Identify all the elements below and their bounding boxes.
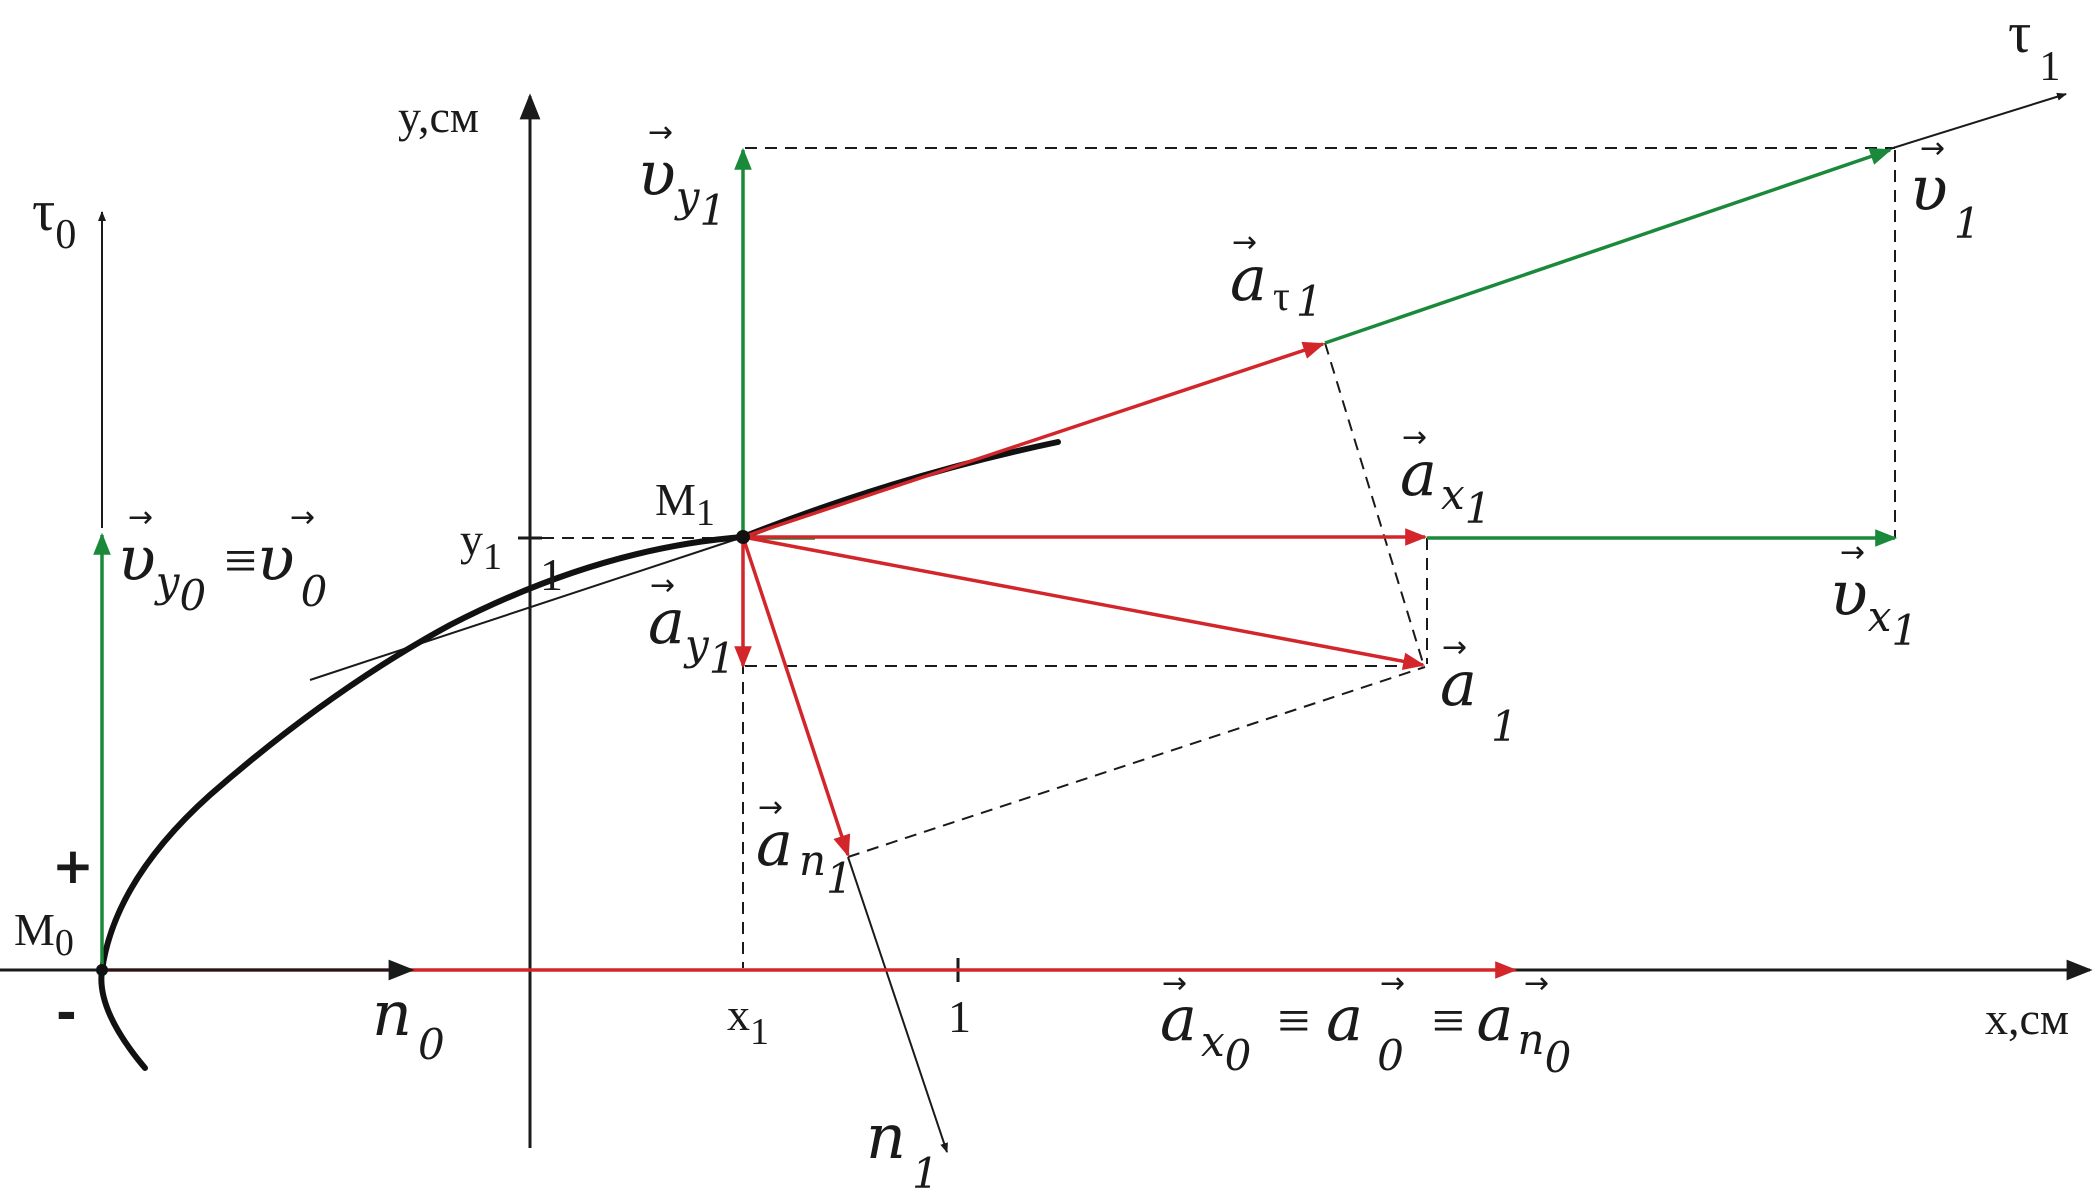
tangent-line-m1: [309, 536, 744, 681]
construction-lines: [542, 147, 1896, 968]
y1-label: y1: [460, 514, 502, 578]
a-n1-vec: →: [758, 790, 783, 825]
m1-label: M1: [655, 474, 715, 534]
point-m0: [96, 964, 108, 976]
y-tick-label: 1: [540, 549, 563, 600]
a-tau1-vec: →: [1232, 225, 1257, 260]
n1-label: n1: [866, 1100, 939, 1196]
v-x1-label: υx1: [1830, 557, 1918, 655]
v-y0-vec: →: [128, 500, 153, 535]
m0-label: M0: [14, 904, 74, 964]
v0-vec: →: [290, 500, 315, 535]
point-m1: [736, 530, 750, 544]
a1-vec: →: [1442, 630, 1467, 665]
y-axis-label: y,см: [398, 91, 479, 142]
v-x1-vec: →: [1840, 535, 1865, 570]
tau0-label: τ0: [32, 178, 76, 258]
a1-label: a1: [1440, 647, 1518, 751]
v-y1-label: υy1: [638, 137, 726, 235]
accel-atau1-arrow: [742, 341, 1326, 539]
trajectory-curve: [98, 439, 1061, 1071]
minus-sign: -: [56, 984, 77, 1042]
v1-vec: →: [1920, 131, 1945, 166]
accel-a1-arrow: [742, 535, 1426, 670]
tau1-axis: [1879, 92, 2067, 153]
a-n0-vec: →: [1524, 966, 1549, 1001]
velocity-v1-arrow: [1324, 148, 1893, 345]
v-y1-vec: →: [648, 115, 673, 150]
a-x0-vec: →: [1162, 966, 1187, 1001]
accel-an1-arrow: [741, 536, 851, 858]
a-x0-combined-label: ax0 ≡a0 ≡an0: [1160, 982, 1571, 1082]
n1-axis: [847, 856, 948, 1153]
dash-an-to-a1: [847, 666, 1426, 858]
x1-label: x1: [727, 989, 769, 1053]
velocity-vectors: [93, 147, 1898, 968]
x-tick-label: 1: [948, 991, 971, 1042]
a-x1-label: ax1: [1400, 437, 1491, 533]
a-y1-vec: →: [650, 568, 675, 603]
a-x1-vec: →: [1402, 420, 1427, 455]
dash-atau-to-a1: [1324, 342, 1424, 664]
x-axis-label: x,см: [1985, 993, 2069, 1044]
a0-vec: →: [1380, 966, 1405, 1001]
a-y1-label: ay1: [648, 585, 735, 683]
plus-sign: +: [52, 837, 94, 895]
tau1-label: τ1: [2008, 0, 2060, 90]
